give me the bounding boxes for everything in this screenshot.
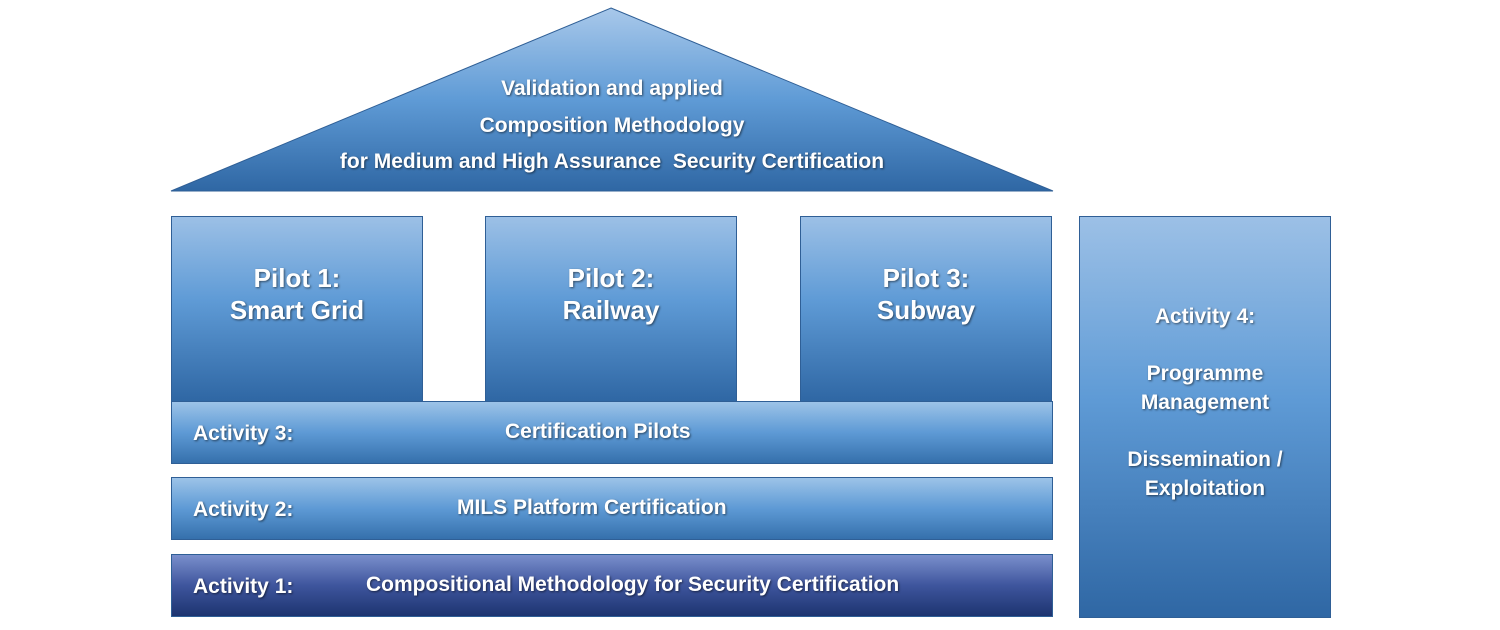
activity-4-line: Exploitation — [1144, 477, 1266, 500]
pillar-title: Pilot 3: — [882, 263, 970, 293]
pillar-subtitle: Smart Grid — [229, 295, 365, 325]
activity-label: Activity 2: — [193, 498, 294, 521]
activity-4-line: Programme — [1146, 362, 1264, 385]
activity-2-bar: Activity 2: MILS Platform Certification — [171, 477, 1053, 540]
activity-1-bar: Activity 1: Compositional Methodology fo… — [171, 554, 1053, 617]
pillar-title: Pilot 1: — [253, 263, 341, 293]
activity-4-label: Activity 4: — [1154, 305, 1256, 328]
activity-4-box: Activity 4: Programme Management Dissemi… — [1079, 216, 1331, 618]
activity-description: Compositional Methodology for Security C… — [366, 573, 900, 596]
activity-4-line: Dissemination / — [1127, 448, 1283, 471]
roof-triangle — [170, 7, 1054, 192]
roof-line-3: for Medium and High Assurance Security C… — [339, 150, 885, 173]
activity-4-line: Management — [1140, 391, 1270, 414]
roof-line-2: Composition Methodology — [479, 114, 745, 137]
pillar-pilot-3: Pilot 3: Subway — [800, 216, 1052, 402]
activity-label: Activity 3: — [193, 422, 294, 445]
pillar-pilot-2: Pilot 2: Railway — [485, 216, 737, 402]
roof-line-1: Validation and applied — [501, 77, 723, 100]
pillar-subtitle: Railway — [562, 295, 660, 325]
pillar-title: Pilot 2: — [567, 263, 655, 293]
activity-description: Certification Pilots — [505, 420, 691, 443]
pillar-pilot-1: Pilot 1: Smart Grid — [171, 216, 423, 402]
activity-label: Activity 1: — [193, 575, 294, 598]
activity-3-bar: Activity 3: Certification Pilots — [171, 401, 1053, 464]
activity-description: MILS Platform Certification — [457, 496, 727, 519]
pillar-subtitle: Subway — [876, 295, 976, 325]
